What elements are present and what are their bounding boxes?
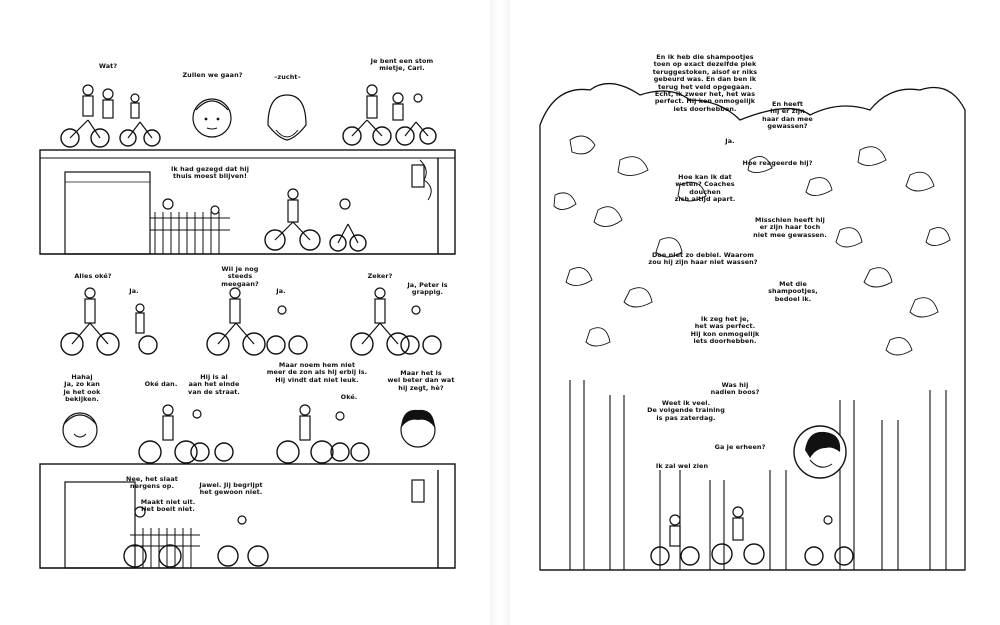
- balloon-met-die-shampootjes: Met die shampootjes, bedoel ik.: [768, 280, 818, 303]
- balloon-maakt-niet-uit: Maakt niet uit. Het boeit niet.: [140, 498, 196, 514]
- inset-portrait: [793, 425, 847, 479]
- balloon-alles-oke: Alles oké?: [74, 272, 112, 280]
- balloon-hoe-kan-ik-weten: Hoe kan ik dat weten? Coaches douchen zi…: [674, 173, 736, 204]
- balloon-weet-ik-veel: Weet ik veel. De volgende training is pa…: [647, 399, 725, 422]
- balloon-noem-niet-zon: Maar noem hem niet meer de zon als hij e…: [266, 361, 368, 384]
- left-page-art: [39, 84, 456, 569]
- balloon-heeft-hij-gewassen: En heeft hij er zijn haar dan mee gewass…: [762, 100, 813, 131]
- book-gutter: [490, 0, 510, 625]
- balloon-jawel: Jawel. Jij begrijpt het gewoon niet.: [199, 481, 263, 497]
- balloon-oke-dan: Oké dan.: [144, 380, 178, 388]
- balloon-zullen-we-gaan: Zullen we gaan?: [182, 71, 243, 79]
- balloon-peter-grappig: Ja, Peter is grappig.: [407, 281, 448, 297]
- balloon-wil-je-nog: Wil je nog steeds meegaan?: [221, 265, 259, 288]
- balloon-slaat-nergens-op: Nee, het slaat nergens op.: [126, 475, 178, 491]
- row3-cyclists: [60, 287, 442, 356]
- left-comic-page: Wat? Zullen we gaan? –zucht– Je bent een…: [0, 0, 490, 625]
- balloon-hahaj: Hahaj Ja, zo kan je het ook bekijken.: [63, 373, 101, 404]
- forest-cyclists: [650, 506, 854, 566]
- row2-panel: [39, 149, 456, 255]
- balloon-oke: Oké.: [340, 393, 358, 401]
- balloon-ik-zeg-het-je: Ik zeg het je, het was perfect. Hij kon …: [690, 315, 760, 346]
- row1-face-boy: [192, 98, 232, 138]
- balloon-beter-dan: Maar het is wel beter dan wat hij zegt, …: [387, 369, 455, 392]
- row5-panel: [39, 463, 456, 569]
- balloon-misschien: Misschien heeft hij er zijn haar toch ni…: [753, 216, 827, 239]
- balloon-ja-2: Ja.: [276, 287, 286, 295]
- row1-head-back: [267, 94, 307, 141]
- balloon-wat: Wat?: [98, 62, 118, 70]
- right-page-forest-art: [539, 83, 966, 571]
- balloon-hoe-reageerde: Hoe reageerde hij?: [742, 159, 813, 167]
- canopy-blobs: [553, 135, 951, 356]
- row4-art: [62, 404, 436, 464]
- balloon-had-gezegd: Ik had gezegd dat hij thuis moest blijve…: [170, 165, 250, 181]
- row1-cyclists-group: [60, 84, 161, 148]
- balloon-ga-je-erheen: Ga je erheen?: [714, 443, 766, 451]
- balloon-ik-zal-wel-zien: Ik zal wel zien: [655, 462, 709, 470]
- balloon-zucht: –zucht–: [274, 73, 301, 81]
- balloon-einde-straat: Hij is al aan het einde van de straat.: [188, 373, 240, 396]
- balloon-ja: Ja.: [725, 137, 735, 145]
- row1-cyclists-right: [342, 84, 437, 146]
- balloon-zeker: Zeker?: [367, 272, 393, 280]
- balloon-ja-1: Ja.: [129, 287, 139, 295]
- balloon-was-hij-boos: Was hij nadien boos?: [710, 381, 760, 397]
- balloon-stom-mietje: Je bent een stom mietje, Carl.: [370, 57, 434, 73]
- right-comic-page: En ik heb die shampootjes toen op exact …: [510, 0, 1000, 625]
- balloon-doe-niet-debiel: Doe niet zo debiel. Waarom zou hij zijn …: [648, 251, 758, 267]
- tree-trunks: [569, 380, 947, 570]
- balloon-shampootjes: En ik heb die shampootjes toen op exact …: [652, 53, 758, 113]
